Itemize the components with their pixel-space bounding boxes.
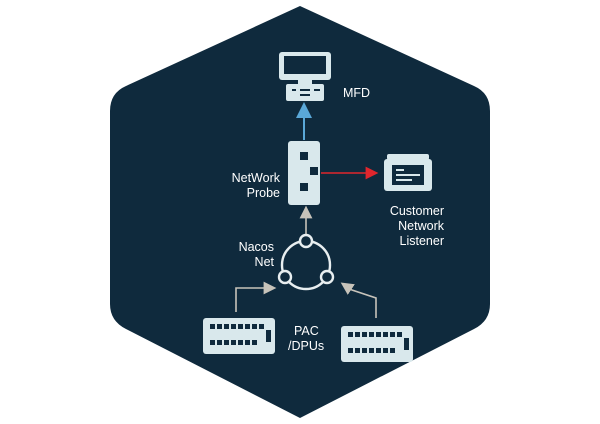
switch-icon [341,326,413,362]
left-switch-connector [235,281,277,312]
network-probe-label-line2: Probe [246,186,280,200]
customer-listener-label-line2: Network Listener [398,219,444,248]
pac-dpus-label-line2: /DPUs [288,339,325,353]
listener-server-icon [384,154,432,191]
nacos-net-label: Nacos Net [222,240,274,270]
right-switch-connector [340,282,377,318]
mfd-label-text: MFD [343,86,371,100]
customer-listener-label-line1: Customer [389,204,444,218]
mfd-label: MFD [343,86,370,101]
nacos-net-label-line1: Nacos [238,240,274,254]
pac-dpus-label: PAC /DPUs [288,324,324,354]
probe-device-icon [288,141,320,205]
customer-listener-label: Customer Network Listener [352,204,444,249]
network-probe-label: NetWork Probe [222,171,280,201]
monitor-icon [279,52,331,101]
nacos-net-label-line2: Net [254,255,274,269]
pac-dpus-label-line1: PAC [294,324,319,338]
network-ring-icon [277,233,335,291]
network-probe-label-line1: NetWork [231,171,280,185]
switch-icon [203,318,275,354]
